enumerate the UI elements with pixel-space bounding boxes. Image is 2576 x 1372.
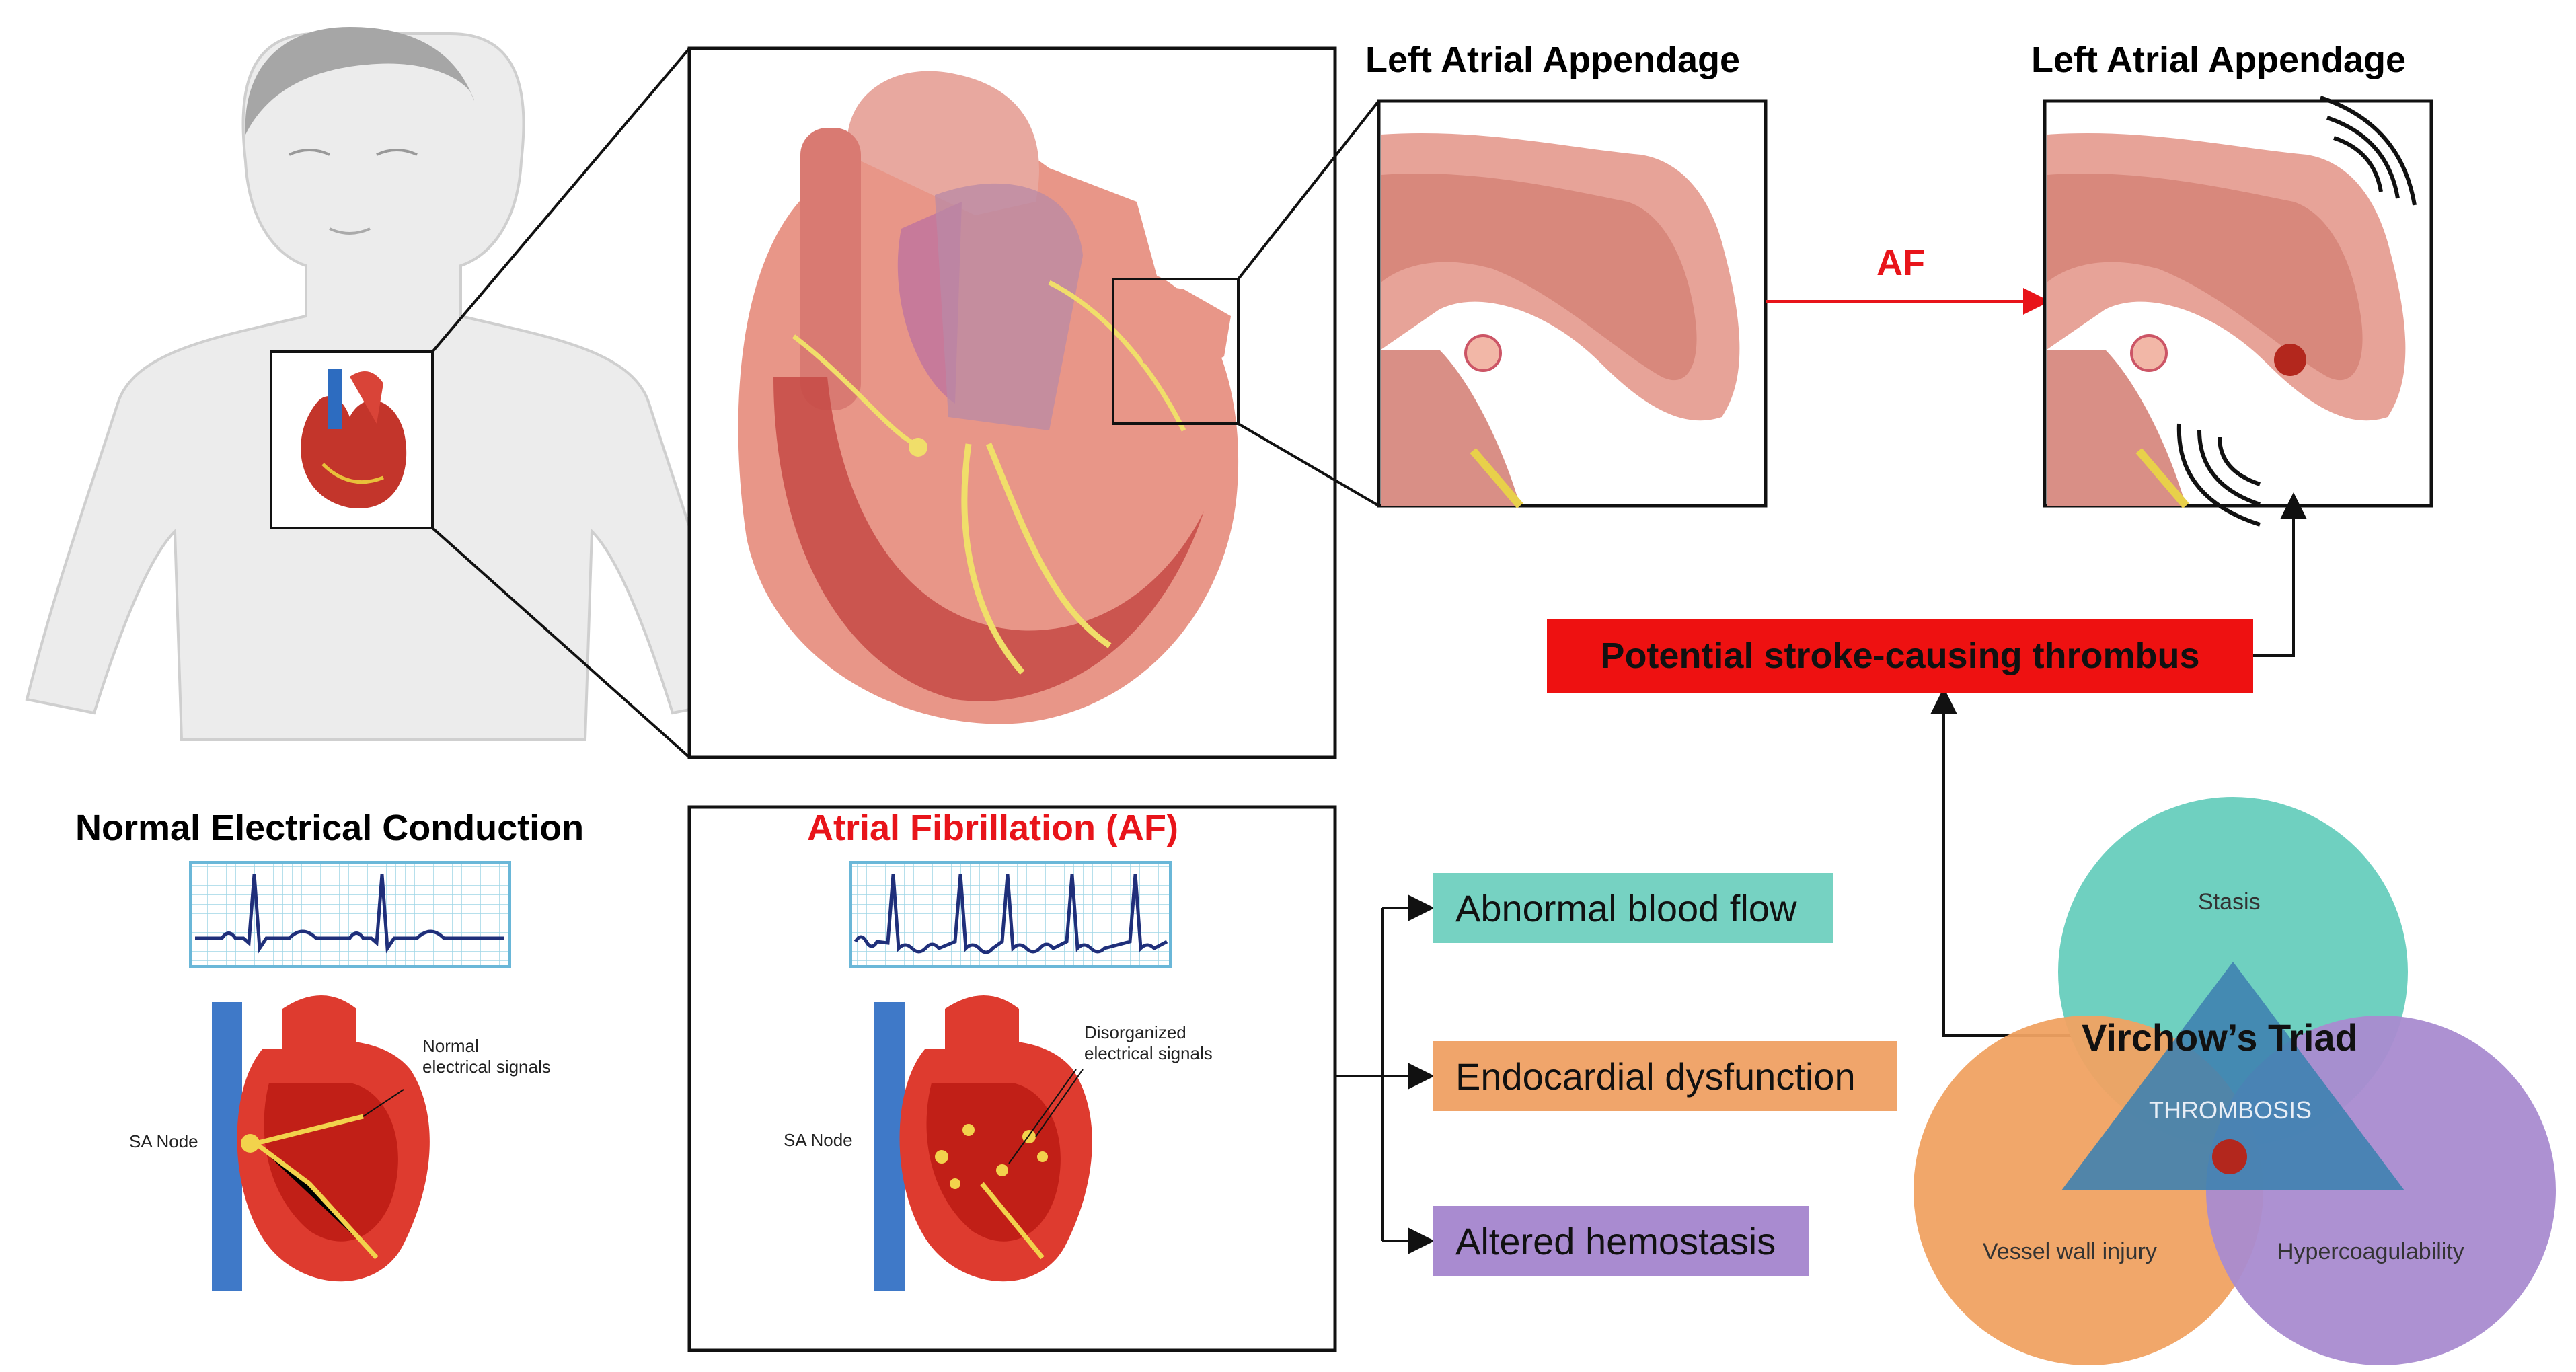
factor-label: Endocardial dysfunction [1455,1055,1856,1098]
laa-right-title: Left Atrial Appendage [2031,40,2407,80]
laa-zoom-box [1112,278,1240,425]
thrombus-icon [2212,1139,2247,1174]
normal-heart-icon [212,995,430,1291]
venn-stasis-label: Stasis [2198,889,2261,915]
af-signals-label: Disorganized electrical signals [1084,1022,1213,1064]
thrombus-label: Potential stroke-causing thrombus [1600,636,2200,676]
factor-label: Altered hemostasis [1455,1219,1776,1262]
ecg-strip-af-icon [849,861,1172,968]
factor-endocardial-dysfunction: Endocardial dysfunction [1433,1041,1897,1111]
thrombosis-label: THROMBOSIS [2149,1096,2312,1124]
venn-vessel-label: Vessel wall injury [1983,1239,2157,1264]
normal-signals-label: Normal electrical signals [422,1036,551,1077]
laa-left-title: Left Atrial Appendage [1365,40,1741,80]
heart-cross-section-icon [738,71,1239,724]
thrombus-icon [2274,344,2306,376]
factor-altered-hemostasis: Altered hemostasis [1433,1206,1809,1276]
laa-normal-icon [1381,132,1740,508]
af-arrow-label: AF [1877,243,1925,283]
af-title: Atrial Fibrillation (AF) [807,808,1178,848]
small-heart-icon [301,369,407,509]
ecg-strip-normal-icon [189,861,511,968]
signal-waves-icon [2176,96,2417,527]
thrombosis-triangle [2061,962,2404,1190]
af-sa-node-label: SA Node [784,1130,853,1150]
virchow-venn-diagram [1914,797,2556,1365]
venn-hyper-label: Hypercoagulability [2277,1239,2464,1264]
normal-conduction-title: Normal Electrical Conduction [75,808,584,848]
factor-abnormal-blood-flow: Abnormal blood flow [1433,873,1833,943]
laa-af-icon [2047,96,2417,527]
normal-sa-node-label: SA Node [129,1131,198,1151]
af-heart-icon [874,995,1092,1291]
virchow-triad-title: Virchow’s Triad [2082,1016,2358,1059]
thrombus-label-box: Potential stroke-causing thrombus [1547,619,2253,693]
factor-label: Abnormal blood flow [1455,886,1797,929]
